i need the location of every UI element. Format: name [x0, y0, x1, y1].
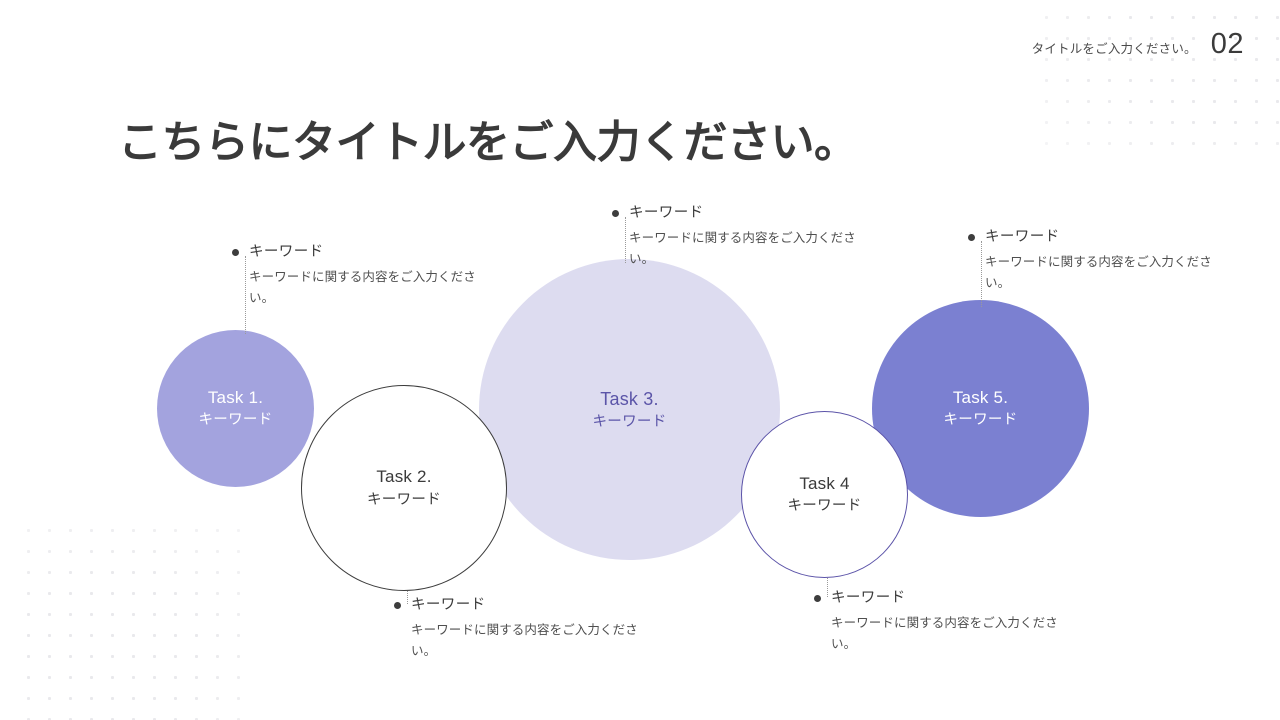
bullet-dot-icon — [612, 210, 619, 217]
callout-1: キーワード キーワードに関する内容をご入力ください。 — [232, 243, 481, 310]
page-number: 02 — [1210, 28, 1244, 60]
callout-1-head: キーワード — [232, 243, 481, 262]
callout-2-head: キーワード — [394, 596, 643, 615]
dot-grid-bottom-left-icon — [18, 520, 250, 720]
callout-3: キーワード キーワードに関する内容をご入力ください。 — [612, 204, 861, 271]
callout-5-title: キーワード — [985, 229, 1060, 245]
callout-3-body: キーワードに関する内容をご入力ください。 — [629, 230, 856, 267]
task-circle-3-keyword: キーワード — [592, 414, 667, 431]
callout-5: キーワード キーワードに関する内容をご入力ください。 — [968, 228, 1217, 295]
callout-5-head: キーワード — [968, 228, 1217, 247]
callout-1-body: キーワードに関する内容をご入力ください。 — [249, 269, 476, 306]
task-circle-3-label: Task 3. — [600, 388, 659, 409]
task-circle-1-keyword: キーワード — [198, 412, 273, 429]
callout-4-body: キーワードに関する内容をご入力ください。 — [831, 615, 1058, 652]
callout-2-body: キーワードに関する内容をご入力ください。 — [411, 622, 638, 659]
callout-5-body: キーワードに関する内容をご入力ください。 — [985, 254, 1212, 291]
slide-header: タイトルをご入力ください。 02 — [1032, 30, 1244, 59]
task-circle-4-keyword: キーワード — [787, 498, 862, 515]
callout-1-title: キーワード — [249, 244, 324, 260]
task-circle-4[interactable]: Task 4 キーワード — [741, 411, 908, 578]
task-circle-5-keyword: キーワード — [943, 412, 1018, 429]
connector-line-5 — [981, 241, 982, 307]
callout-4-head: キーワード — [814, 589, 1063, 608]
task-circle-2-keyword: キーワード — [367, 491, 441, 508]
task-circle-1[interactable]: Task 1. キーワード — [157, 330, 314, 487]
callout-2-title: キーワード — [411, 597, 486, 613]
task-circle-4-label: Task 4 — [799, 473, 850, 493]
callout-2: キーワード キーワードに関する内容をご入力ください。 — [394, 596, 643, 663]
bullet-dot-icon — [814, 595, 821, 602]
bullet-dot-icon — [394, 602, 401, 609]
callout-4-title: キーワード — [831, 590, 906, 606]
task-circle-5-label: Task 5. — [952, 387, 1009, 407]
task-circle-2-label: Task 2. — [376, 467, 432, 487]
task-circle-1-label: Task 1. — [207, 387, 264, 407]
header-label: タイトルをご入力ください。 — [1031, 42, 1197, 56]
callout-3-title: キーワード — [629, 205, 704, 221]
callout-4: キーワード キーワードに関する内容をご入力ください。 — [814, 589, 1063, 656]
bullet-dot-icon — [968, 234, 975, 241]
connector-line-3 — [625, 217, 626, 263]
bullet-dot-icon — [232, 249, 239, 256]
task-circle-2[interactable]: Task 2. キーワード — [301, 385, 507, 591]
dot-grid-top-right-icon — [1036, 0, 1280, 162]
connector-line-1 — [245, 256, 246, 334]
page-title: こちらにタイトルをご入力ください。 — [118, 118, 858, 167]
task-circle-5[interactable]: Task 5. キーワード — [872, 300, 1089, 517]
callout-3-head: キーワード — [612, 204, 861, 223]
task-circle-3[interactable]: Task 3. キーワード — [479, 259, 780, 560]
